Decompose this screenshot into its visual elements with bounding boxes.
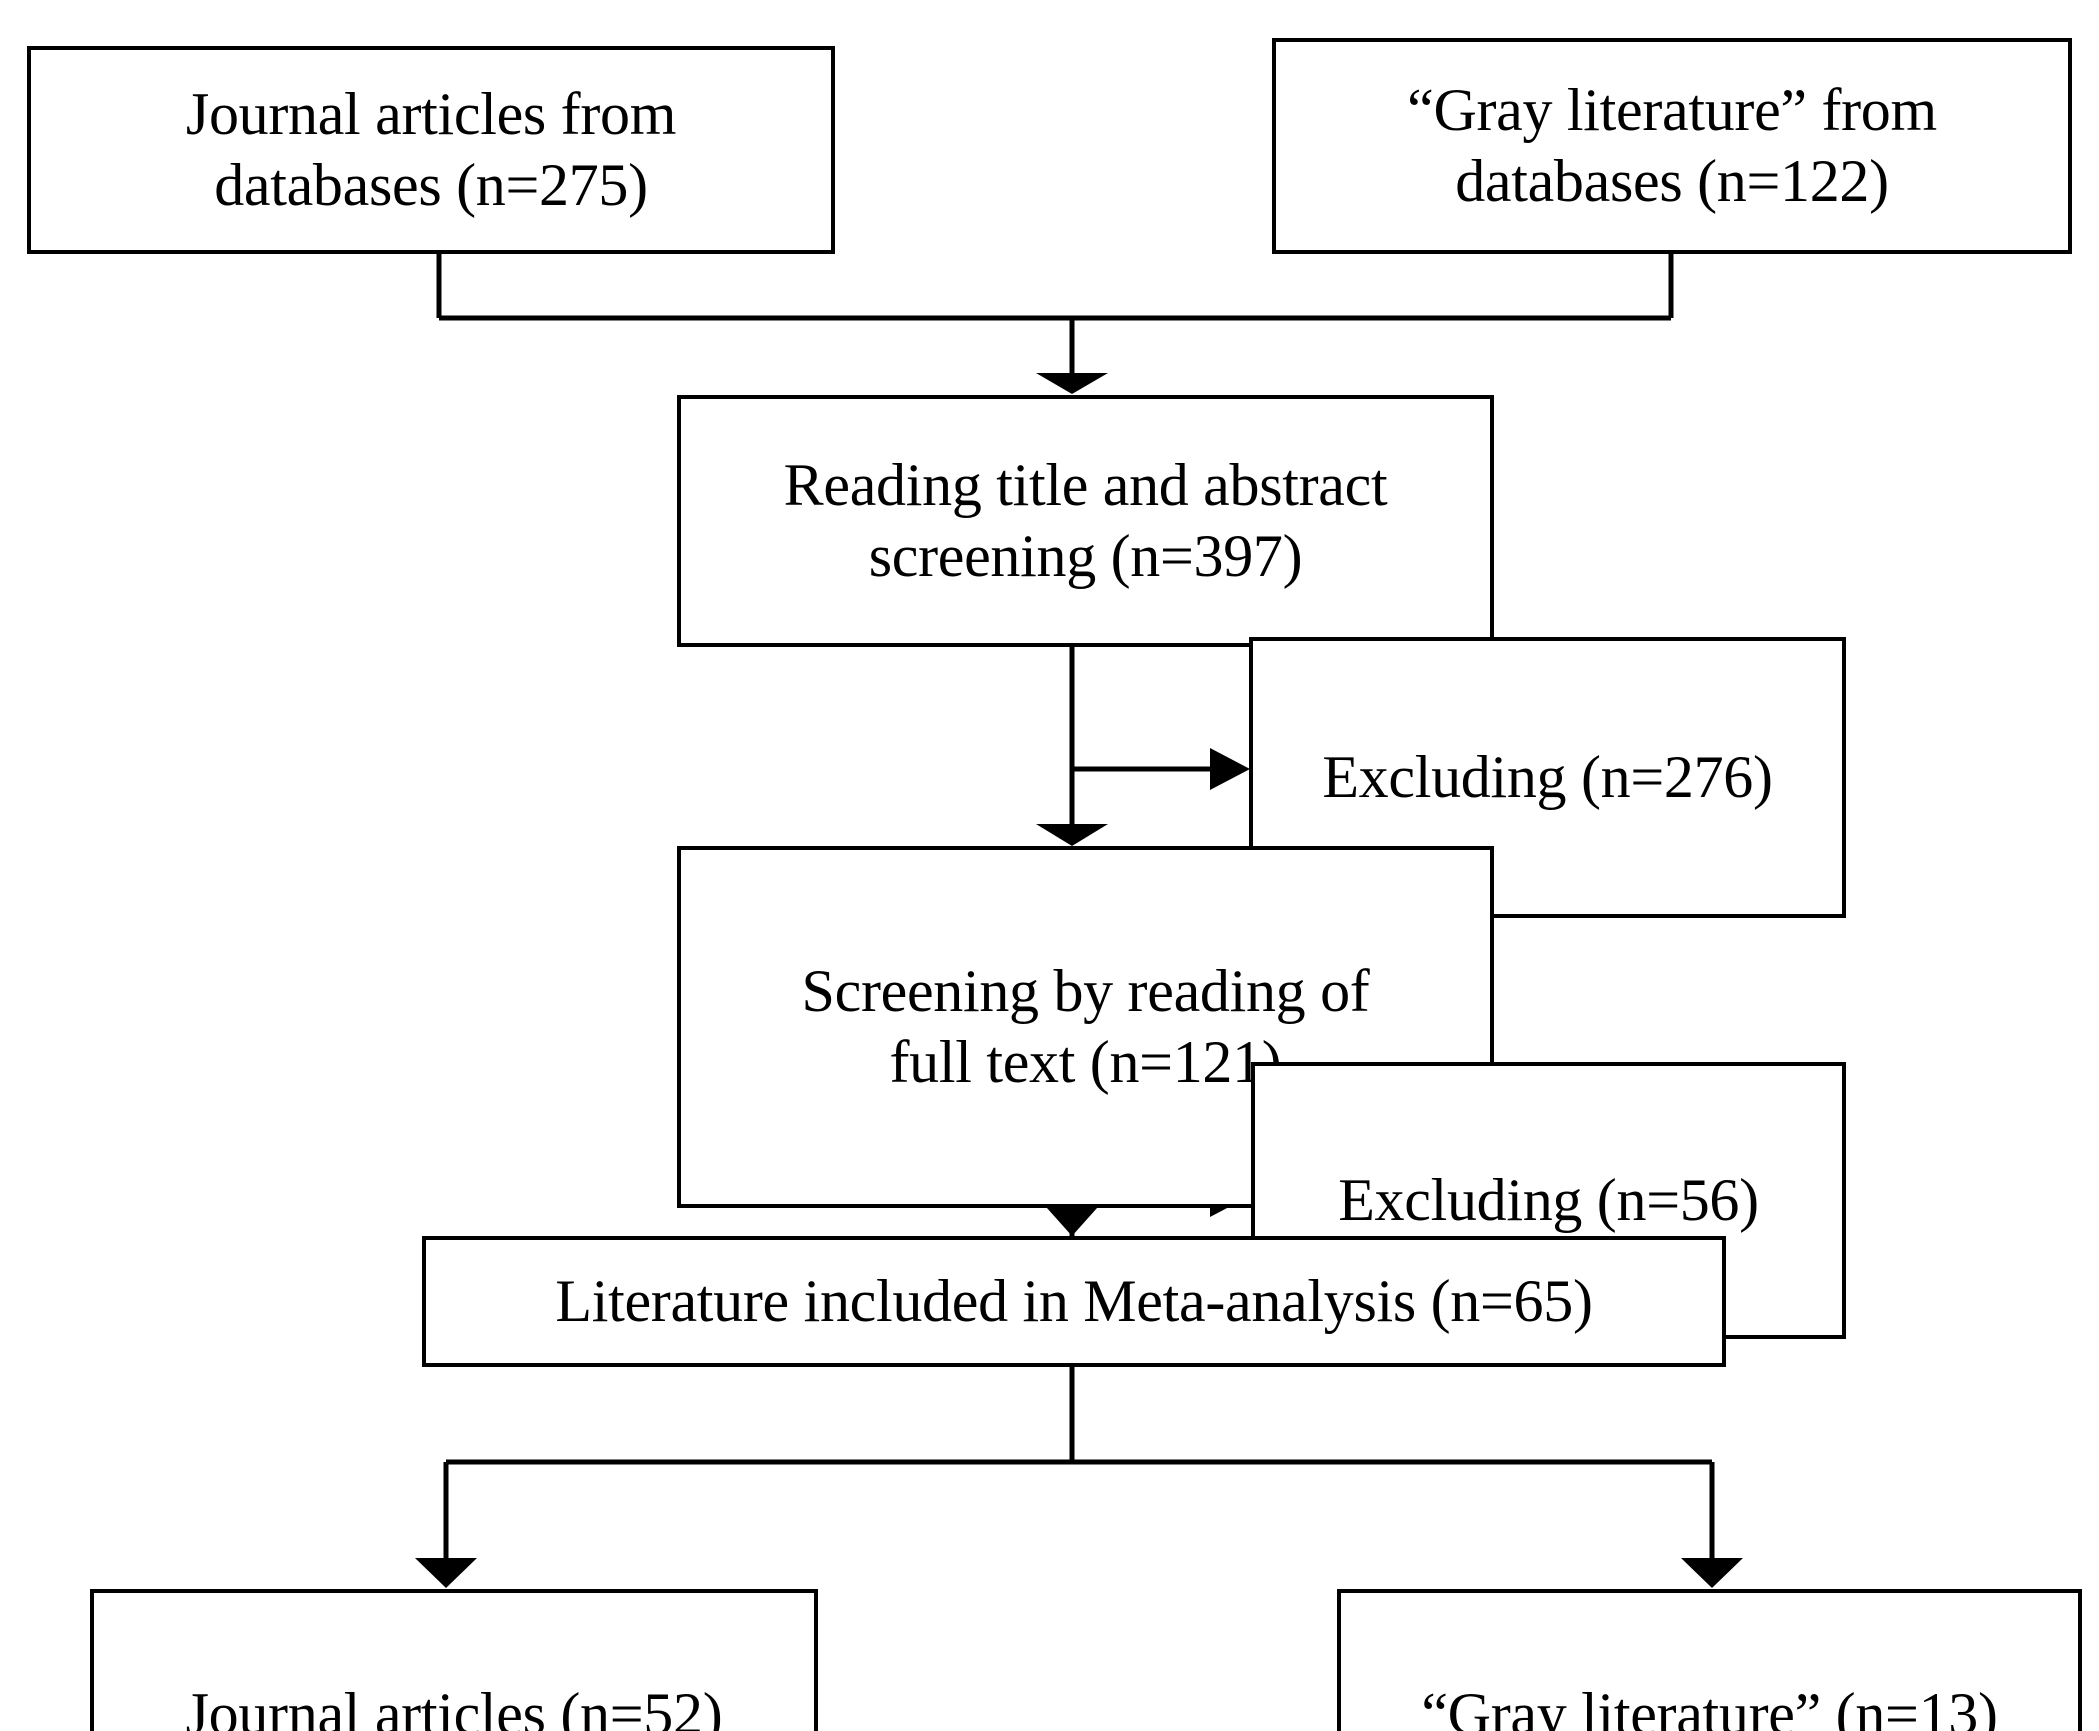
node-excluding-276: Excluding (n=276) (1249, 637, 1846, 918)
arrowhead-to-gray-final (1681, 1558, 1743, 1588)
node-literature-included-in-meta-analysis: Literature included in Meta-analysis (n=… (422, 1236, 1726, 1367)
node-journal-articles-from-databases: Journal articles from databases (n=275) (27, 46, 835, 254)
arrowhead-to-screening (1036, 373, 1108, 394)
arrowhead-to-journal-final (415, 1558, 477, 1588)
node-gray-literature-included: “Gray literature” (n=13) (1337, 1589, 2082, 1731)
node-title-abstract-screening: Reading title and abstract screening (n=… (677, 395, 1494, 647)
node-journal-articles-included: Journal articles (n=52) (90, 1589, 818, 1731)
node-gray-literature-from-databases: “Gray literature” from databases (n=122) (1272, 38, 2072, 254)
arrowhead-to-fulltext (1036, 824, 1108, 846)
arrowhead-to-excluding-276 (1210, 748, 1250, 790)
